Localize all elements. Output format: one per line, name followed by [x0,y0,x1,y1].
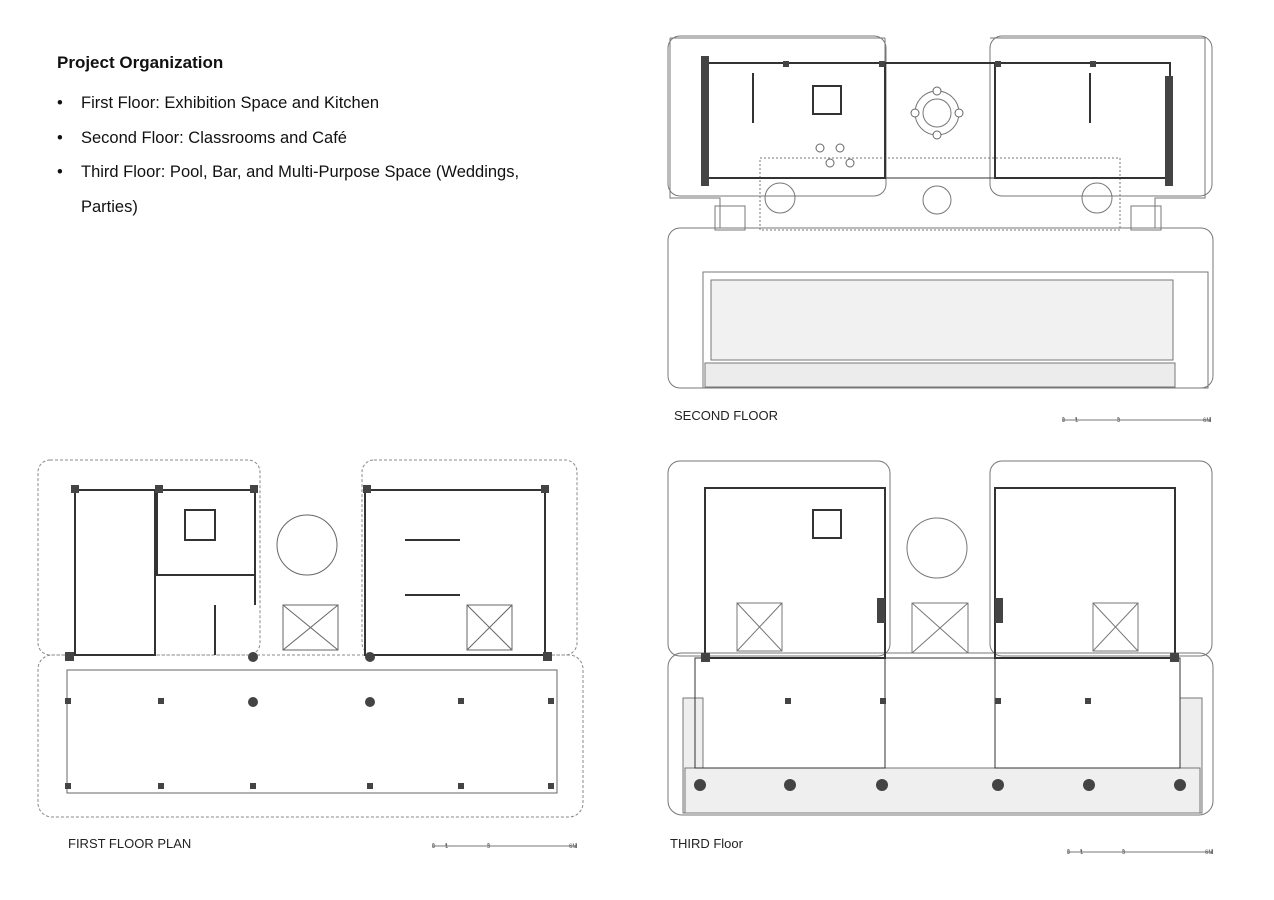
first-floor-plan [37,459,584,818]
list-item: First Floor: Exhibition Space and Kitche… [57,86,577,121]
scale-tick: 1 [445,844,449,850]
scale-tick: 0 [1067,850,1071,856]
first-floor-label: FIRST FLOOR PLAN [68,836,192,851]
page-heading: Project Organization [57,53,224,72]
scale-tick: 6M [1203,418,1212,424]
second-floor-plan [667,35,1214,389]
third-floor-plan [667,460,1214,816]
scale-tick: 3 [1122,850,1126,856]
scale-tick: 3 [487,844,491,850]
scale-tick: 3 [1117,418,1121,424]
scale-tick: 0 [1062,418,1066,424]
scale-tick: 6M [569,844,578,850]
second-floor-label: SECOND FLOOR [674,408,779,423]
list-item: Second Floor: Classrooms and Café [57,121,577,156]
first-floor-scale-bar: 0 1 3 6M [432,836,582,852]
organization-list: First Floor: Exhibition Space and Kitche… [57,86,577,224]
list-item: Third Floor: Pool, Bar, and Multi-Purpos… [57,155,577,224]
scale-tick: 1 [1080,850,1084,856]
scale-tick: 0 [432,844,436,850]
scale-tick: 6M [1205,850,1214,856]
third-floor-scale-bar: 0 1 3 6M [1067,842,1217,858]
second-floor-scale-bar: 0 1 3 6M [1062,410,1212,426]
third-floor-label: THIRD Floor [670,836,743,851]
scale-tick: 1 [1075,418,1079,424]
